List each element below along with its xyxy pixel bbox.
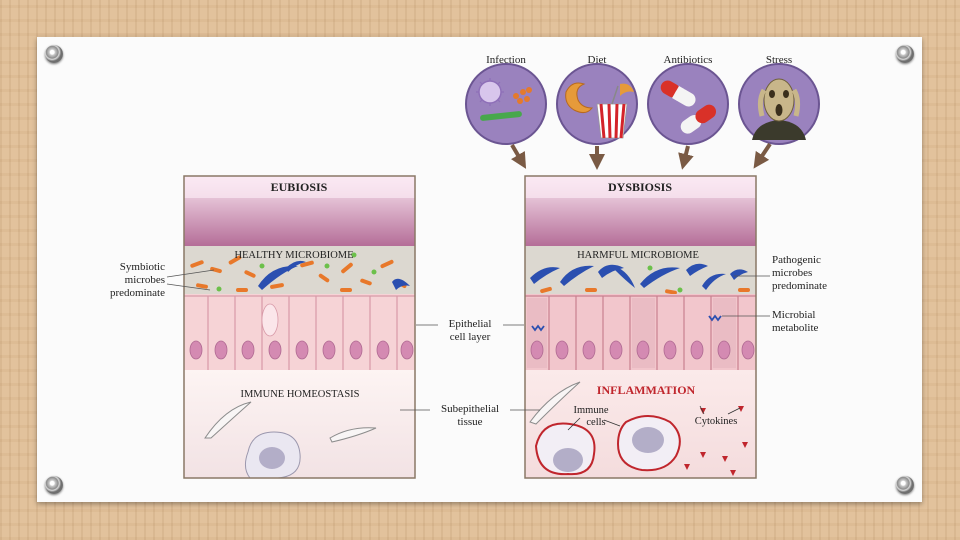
dysbiosis-border bbox=[524, 175, 757, 479]
dysbiosis-microbiome-layer bbox=[525, 246, 756, 296]
resting-immune-cell bbox=[244, 431, 301, 478]
epithelial-line-2: cell layer bbox=[450, 331, 491, 343]
arrow-antibiotics bbox=[678, 145, 694, 170]
pin-bottom-left bbox=[45, 476, 63, 494]
activated-immune-cell-2 bbox=[616, 415, 681, 472]
factor-diet: Diet bbox=[556, 54, 638, 145]
metabolite-line-2: metabolite bbox=[772, 322, 819, 334]
factor-stress: Stress bbox=[738, 54, 820, 145]
fries-icon bbox=[620, 83, 634, 96]
metabolite-annotation: Microbial metabolite bbox=[722, 309, 819, 334]
eubiosis-border bbox=[183, 175, 416, 479]
subepithelial-annotation: Subepithelial tissue bbox=[400, 403, 540, 428]
pin-bottom-right bbox=[896, 476, 914, 494]
healthy-microbiome-label: HEALTHY MICROBIOME bbox=[234, 250, 353, 261]
epithelial-annotation: Epithelial cell layer bbox=[416, 318, 524, 343]
scream-face-icon bbox=[752, 78, 806, 140]
dysbiosis-panel bbox=[525, 176, 756, 478]
subepithelial-line-1: Subepithelial bbox=[441, 403, 499, 415]
croissant-icon bbox=[565, 82, 594, 114]
virus-icon bbox=[476, 78, 504, 106]
epithelial-line-1: Epithelial bbox=[449, 318, 492, 330]
pathogenic-annotation: Pathogenic microbes predominate bbox=[734, 254, 827, 292]
pill-capsule-icon-2 bbox=[680, 104, 717, 134]
factor-label-diet: Diet bbox=[588, 54, 607, 66]
pathogenic-line-3: predominate bbox=[772, 280, 827, 292]
infection-circle bbox=[465, 63, 547, 145]
rod-bacterium-icon bbox=[480, 111, 522, 121]
immune-cells-label-1: Immune bbox=[574, 405, 609, 416]
factor-antibiotics: Antibiotics bbox=[647, 54, 729, 145]
harmful-microbiome-label: HARMFUL MICROBIOME bbox=[577, 250, 699, 261]
soda-cup-icon bbox=[596, 85, 628, 139]
cytokines-label: Cytokines bbox=[695, 416, 738, 427]
fibroblast-icon-2 bbox=[329, 427, 377, 443]
factor-arrows bbox=[510, 142, 772, 170]
symbiotic-line-3: predominate bbox=[110, 287, 165, 299]
bacteria-cluster-icon bbox=[513, 87, 532, 104]
arrow-infection bbox=[510, 143, 527, 169]
factor-infection: Infection bbox=[465, 54, 547, 145]
symbiotic-annotation: Symbiotic microbes predominate bbox=[110, 261, 215, 299]
eubiosis-panel bbox=[184, 176, 415, 478]
immune-homeostasis-label: IMMUNE HOMEOSTASIS bbox=[240, 389, 359, 400]
metabolite-line-1: Microbial bbox=[772, 309, 815, 321]
subepithelial-line-2: tissue bbox=[457, 416, 482, 428]
eubiosis-microbiome-layer bbox=[184, 246, 415, 296]
eubiosis-nuclei bbox=[189, 340, 414, 360]
pathogenic-line-1: Pathogenic bbox=[772, 254, 821, 266]
inflammation-label: INFLAMMATION bbox=[597, 383, 696, 397]
pin-top-right bbox=[896, 45, 914, 63]
factor-label-antibiotics: Antibiotics bbox=[664, 54, 713, 66]
dysbiosis-title: DYSBIOSIS bbox=[608, 180, 672, 194]
pathogenic-line-2: microbes bbox=[772, 267, 812, 279]
pill-capsule-icon bbox=[660, 80, 696, 107]
symbiotic-line-2: microbes bbox=[125, 274, 165, 286]
factor-label-stress: Stress bbox=[766, 54, 792, 66]
pathogenic-microbes bbox=[530, 263, 750, 295]
inner-pointers bbox=[567, 405, 741, 431]
activated-immune-cell bbox=[534, 422, 596, 476]
arrow-stress bbox=[753, 142, 772, 169]
fibroblast-icon-3 bbox=[529, 381, 581, 425]
cytokine-triangles bbox=[684, 406, 748, 476]
symbiotic-line-1: Symbiotic bbox=[120, 261, 165, 273]
immune-cells-label-2: cells bbox=[586, 417, 605, 428]
factor-label-infection: Infection bbox=[486, 54, 526, 66]
fibroblast-icon bbox=[204, 401, 252, 439]
eubiosis-title: EUBIOSIS bbox=[271, 180, 328, 194]
symbiotic-microbes bbox=[190, 252, 410, 292]
dysbiosis-nuclei bbox=[530, 340, 755, 360]
pin-top-left bbox=[45, 45, 63, 63]
